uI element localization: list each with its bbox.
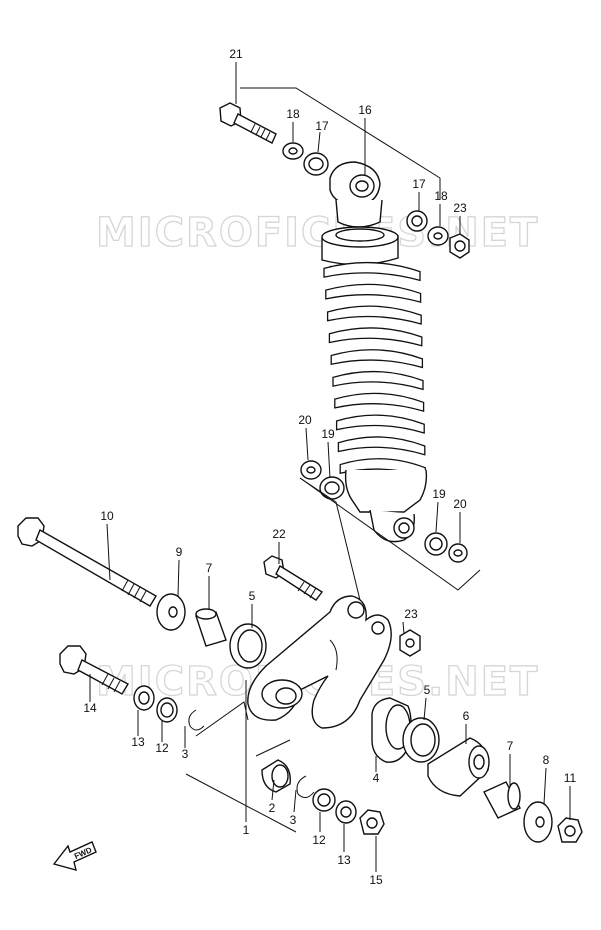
washer-20-right (448, 543, 468, 563)
bolt-22 (263, 555, 324, 601)
callout-5: 5 (424, 683, 431, 697)
callout-15: 15 (369, 873, 383, 887)
callout-19: 19 (321, 427, 335, 441)
nut-23-top (449, 233, 470, 259)
nut-11 (557, 817, 583, 843)
callout-7: 7 (206, 561, 213, 575)
callout-7: 7 (507, 739, 514, 753)
bolt-10 (17, 517, 157, 607)
bolt-14 (59, 645, 129, 695)
callout-16: 16 (358, 103, 372, 117)
spring-coil (334, 392, 425, 413)
callout-11: 11 (564, 771, 577, 785)
seal-17-left (303, 152, 329, 176)
callout-8: 8 (543, 753, 550, 767)
seal-5-right (402, 717, 440, 763)
lower-right-bracket (255, 739, 291, 757)
seal-19-right (424, 532, 448, 556)
spacer-7-right (483, 781, 521, 819)
callout-20: 20 (453, 497, 467, 511)
bushing-6 (427, 737, 490, 797)
callout-3: 3 (182, 747, 189, 761)
seal-17-right (406, 210, 428, 232)
callout-20: 20 (298, 413, 312, 427)
washer-13-left (133, 685, 155, 711)
callout-12: 12 (155, 741, 169, 755)
callout-22: 22 (272, 527, 286, 541)
callout-5: 5 (249, 589, 256, 603)
washer-9 (156, 593, 186, 631)
seal-12-right (312, 788, 336, 812)
spring-coil (335, 414, 425, 434)
spring-coil (332, 370, 424, 391)
callout-19: 19 (432, 487, 446, 501)
callout-13: 13 (131, 735, 145, 749)
washer-18-right (427, 226, 449, 246)
shock-absorber-16 (321, 161, 428, 543)
callout-18: 18 (434, 189, 448, 203)
spring-coil (330, 349, 424, 369)
callout-numbers: 21 18 17 16 17 18 23 20 19 19 20 10 9 7 … (83, 47, 576, 887)
lower-shock-bracket (299, 477, 481, 601)
callout-18: 18 (286, 107, 300, 121)
callout-17: 17 (315, 119, 329, 133)
washer-18-left (282, 142, 304, 160)
nut-23-middle (399, 629, 421, 657)
callout-10: 10 (100, 509, 114, 523)
spring-coil (323, 261, 421, 282)
nut-15 (359, 809, 385, 835)
fwd-label: FWD (73, 845, 94, 861)
callout-21: 21 (229, 47, 243, 61)
bearing-2 (261, 759, 291, 793)
lower-left-bracket (185, 701, 297, 833)
watermark-top: MICROFICHES.NET (96, 210, 539, 256)
washer-13-right (335, 800, 357, 824)
fwd-arrow-icon: FWD (52, 841, 97, 871)
callout-4: 4 (373, 771, 380, 785)
spring-coil (325, 283, 422, 304)
callout-2: 2 (269, 801, 276, 815)
washer-20-left (300, 460, 322, 480)
callout-3: 3 (290, 813, 297, 827)
callout-23: 23 (453, 201, 467, 215)
leader-lines (89, 62, 571, 872)
callout-9: 9 (176, 545, 183, 559)
callout-14: 14 (83, 701, 97, 715)
circlip-3-right (296, 775, 315, 798)
upper-group-bracket (240, 87, 441, 200)
spring-coil (337, 436, 426, 456)
spring-coil (326, 305, 422, 325)
bolt-21 (219, 102, 277, 144)
callout-23: 23 (404, 607, 418, 621)
callout-6: 6 (463, 709, 470, 723)
callout-13: 13 (337, 853, 351, 867)
seal-19-left (319, 476, 345, 500)
cushion-lever-1 (247, 595, 392, 729)
spring-coil (328, 327, 423, 347)
callout-12: 12 (312, 833, 326, 847)
callout-1: 1 (243, 823, 250, 837)
washer-8 (523, 801, 553, 843)
circlip-3-left (188, 709, 205, 731)
spacer-7-left (195, 608, 227, 647)
callout-17: 17 (412, 177, 426, 191)
seal-12-left (156, 697, 178, 723)
seal-5-left (229, 623, 267, 669)
